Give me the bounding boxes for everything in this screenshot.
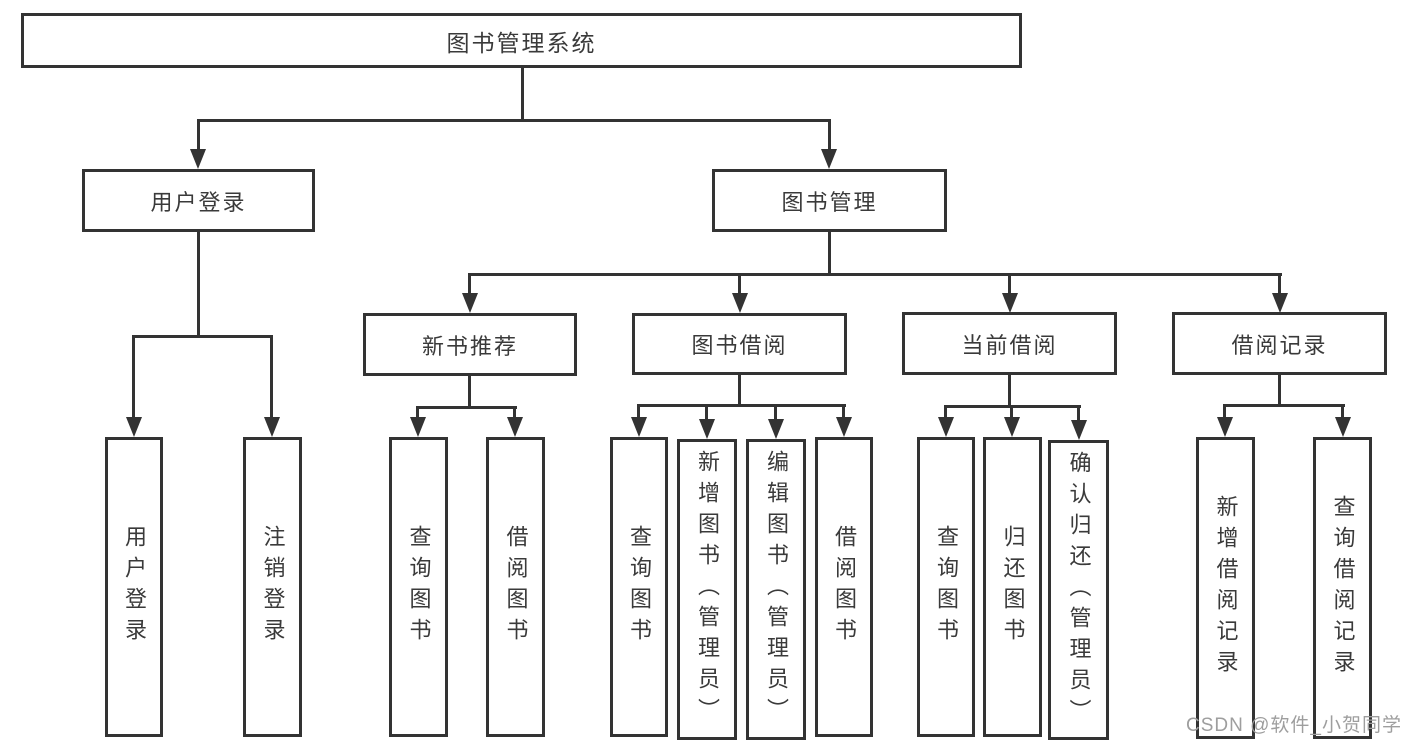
leaf-nbr-borrow-books-label: 借阅图书	[503, 525, 529, 649]
connector-nbr-drop-1	[416, 406, 419, 419]
leaf-cb-query-books-label: 查询图书	[934, 525, 959, 649]
leaf-bb-query-books: 查询图书	[610, 437, 668, 737]
connector-bookmgmt-stem	[828, 232, 831, 276]
leaf-cb-return-books-label: 归还图书	[1000, 525, 1026, 649]
leaf-cb-query-books: 查询图书	[917, 437, 975, 737]
connector-bookmgmt-drop-2	[738, 273, 741, 297]
leaf-bb-borrow-books-label: 借阅图书	[832, 525, 857, 649]
arrowhead-down-icon	[938, 417, 954, 437]
leaf-cb-confirm-return-admin: 确认归还（管理员）	[1048, 440, 1109, 740]
leaf-br-add-record: 新增借阅记录	[1196, 437, 1255, 739]
leaf-bb-query-books-label: 查询图书	[627, 525, 652, 649]
arrowhead-down-icon	[631, 417, 647, 437]
arrowhead-down-icon	[1217, 417, 1233, 437]
connector-root-stem	[521, 67, 524, 122]
connector-cb-stem	[1008, 375, 1011, 407]
arrowhead-down-icon	[1004, 417, 1020, 437]
leaf-bb-edit-books-admin-label: 编辑图书（管理员）	[764, 450, 789, 729]
connector-cb-drop-2	[1010, 405, 1013, 419]
arrowhead-down-icon	[1272, 293, 1288, 313]
leaf-bb-edit-books-admin: 编辑图书（管理员）	[746, 439, 806, 740]
arrowhead-down-icon	[1002, 293, 1018, 313]
arrowhead-down-icon	[699, 419, 715, 439]
connector-root-hbar	[197, 119, 831, 122]
node-user-login: 用户登录	[82, 169, 315, 232]
arrowhead-down-icon	[821, 149, 837, 169]
connector-root-drop-left	[197, 119, 200, 152]
connector-bookmgmt-drop-3	[1008, 273, 1011, 297]
leaf-nbr-borrow-books: 借阅图书	[486, 437, 545, 737]
connector-bookmgmt-drop-4	[1278, 273, 1281, 297]
node-book-management: 图书管理	[712, 169, 947, 232]
leaf-br-add-record-label: 新增借阅记录	[1213, 495, 1239, 681]
leaf-bb-borrow-books: 借阅图书	[815, 437, 873, 737]
connector-bb-drop-4	[842, 404, 845, 419]
node-current-borrow: 当前借阅	[902, 312, 1117, 375]
leaf-logout: 注销登录	[243, 437, 302, 737]
leaf-nbr-query-books: 查询图书	[389, 437, 448, 737]
node-borrow-records: 借阅记录	[1172, 312, 1387, 375]
leaf-br-query-record: 查询借阅记录	[1313, 437, 1372, 739]
connector-bookmgmt-hbar	[468, 273, 1282, 276]
connector-userlogin-drop-1	[132, 335, 135, 419]
leaf-nbr-query-books-label: 查询图书	[406, 525, 432, 649]
leaf-br-query-record-label: 查询借阅记录	[1330, 495, 1356, 681]
connector-nbr-drop-2	[513, 406, 516, 419]
arrowhead-down-icon	[1071, 420, 1087, 440]
leaf-cb-confirm-return-admin-label: 确认归还（管理员）	[1066, 450, 1092, 730]
connector-cb-drop-1	[944, 405, 947, 419]
connector-bb-hbar	[637, 404, 846, 407]
leaf-logout-label: 注销登录	[260, 525, 286, 649]
node-book-borrow: 图书借阅	[632, 313, 847, 375]
arrowhead-down-icon	[768, 419, 784, 439]
node-root-title: 图书管理系统	[21, 13, 1022, 68]
connector-br-hbar	[1223, 404, 1345, 407]
connector-userlogin-drop-2	[270, 335, 273, 419]
arrowhead-down-icon	[190, 149, 206, 169]
watermark-text: CSDN @软件_小贺同学	[1186, 715, 1402, 736]
arrowhead-down-icon	[732, 293, 748, 313]
leaf-bb-add-books-admin: 新增图书（管理员）	[677, 439, 737, 740]
connector-root-drop-right	[828, 119, 831, 152]
connector-br-stem	[1278, 375, 1281, 406]
leaf-cb-return-books: 归还图书	[983, 437, 1042, 737]
arrowhead-down-icon	[126, 417, 142, 437]
connector-userlogin-hbar	[132, 335, 273, 338]
arrowhead-down-icon	[264, 417, 280, 437]
connector-cb-drop-3	[1077, 405, 1080, 421]
connector-br-drop-2	[1341, 404, 1344, 419]
leaf-user-login-label: 用户登录	[122, 525, 147, 649]
arrowhead-down-icon	[462, 293, 478, 313]
arrowhead-down-icon	[507, 417, 523, 437]
arrowhead-down-icon	[836, 417, 852, 437]
connector-userlogin-stem	[197, 232, 200, 338]
connector-bookmgmt-drop-1	[468, 273, 471, 297]
connector-bb-drop-2	[705, 404, 708, 419]
leaf-user-login: 用户登录	[105, 437, 163, 737]
arrowhead-down-icon	[1335, 417, 1351, 437]
node-new-book-recommend: 新书推荐	[363, 313, 577, 376]
arrowhead-down-icon	[410, 417, 426, 437]
leaf-bb-add-books-admin-label: 新增图书（管理员）	[695, 450, 720, 729]
connector-bb-drop-3	[774, 404, 777, 419]
connector-bb-stem	[738, 374, 741, 406]
connector-nbr-hbar	[416, 406, 517, 409]
connector-br-drop-1	[1223, 404, 1226, 419]
connector-nbr-stem	[468, 376, 471, 408]
connector-bb-drop-1	[637, 404, 640, 419]
